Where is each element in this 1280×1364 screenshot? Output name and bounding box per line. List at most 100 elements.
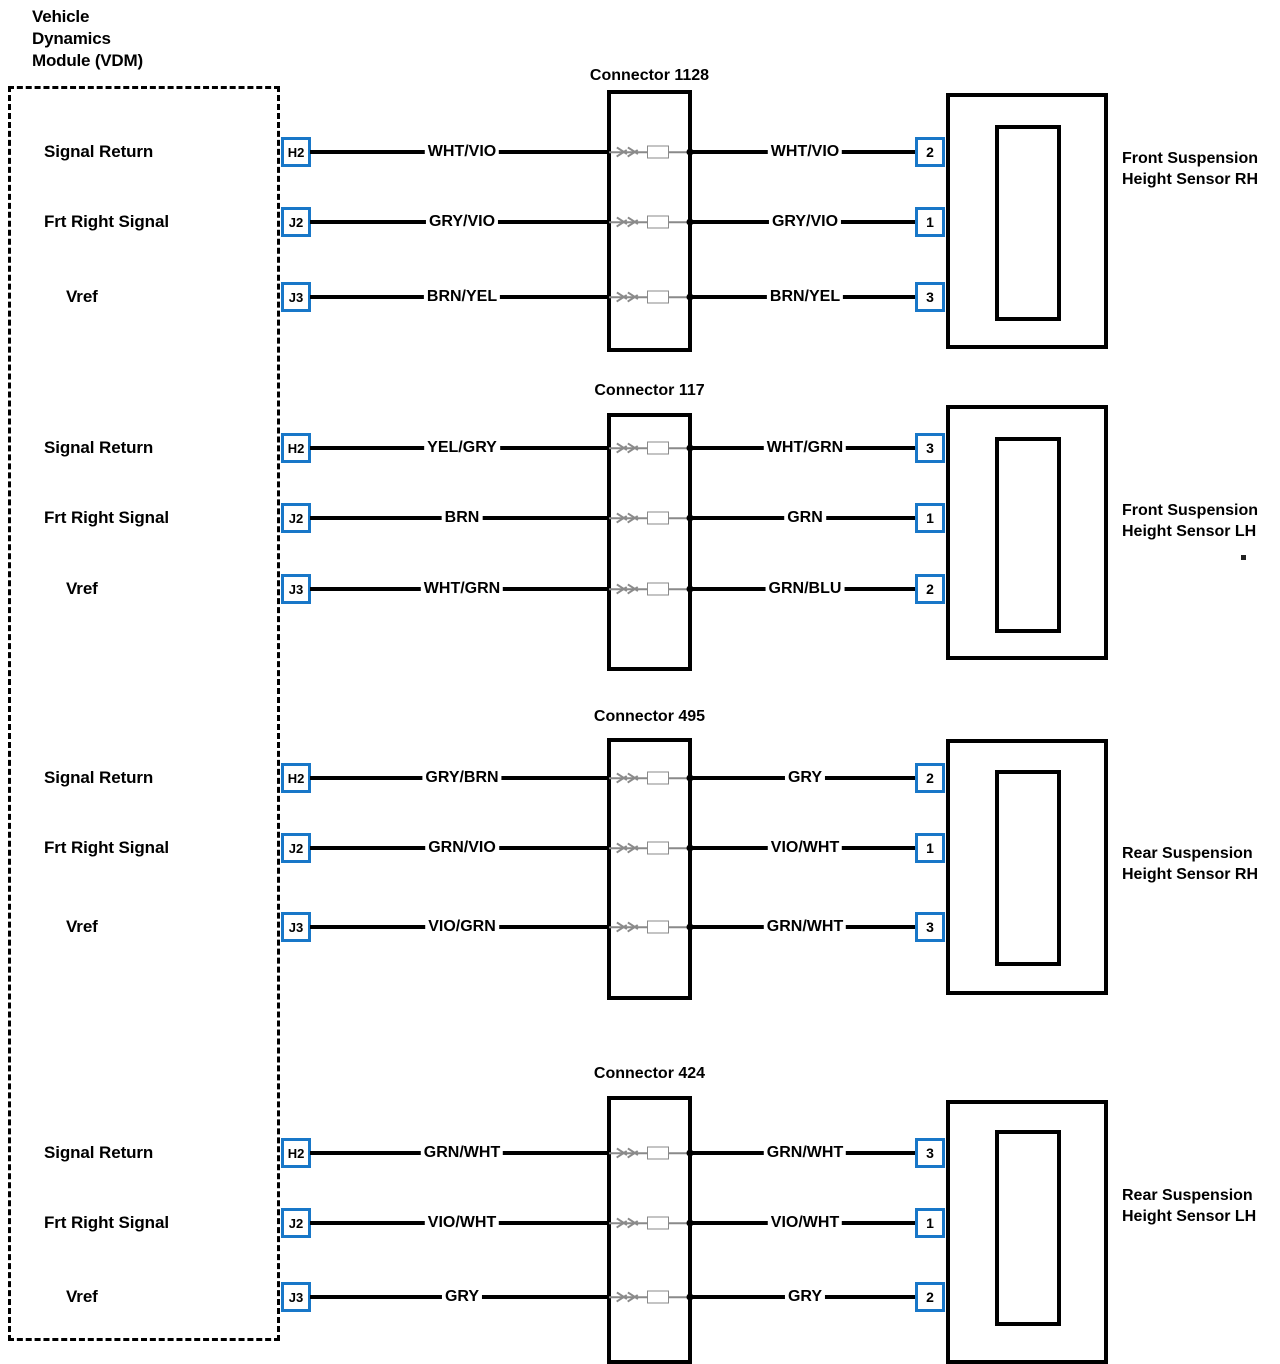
vdm-terminal-chip[interactable]: H2 bbox=[281, 137, 311, 167]
splice-terminal-icon bbox=[647, 511, 669, 525]
wire-color-label-right: GRY/VIO bbox=[768, 214, 842, 230]
vdm-terminal-label: J2 bbox=[284, 506, 308, 530]
wire-color-label-left: VIO/GRN bbox=[425, 919, 499, 935]
chevron-icon bbox=[628, 772, 639, 785]
vdm-terminal-chip[interactable]: J3 bbox=[281, 282, 311, 312]
sensor-terminal-chip[interactable]: 3 bbox=[915, 433, 945, 463]
sensor-terminal-chip[interactable]: 2 bbox=[915, 1282, 945, 1312]
splice-terminal-icon bbox=[647, 771, 669, 785]
sensor-terminal-chip[interactable]: 1 bbox=[915, 1208, 945, 1238]
connector-title: Connector 495 bbox=[593, 708, 706, 725]
chevron-icon bbox=[628, 216, 639, 229]
vdm-pin-label: Frt Right Signal bbox=[44, 212, 169, 231]
splice-terminal-icon bbox=[647, 441, 669, 455]
sensor-terminal-label: 1 bbox=[918, 836, 942, 860]
vdm-pin-label: Vref bbox=[66, 917, 98, 936]
vdm-terminal-chip[interactable]: J2 bbox=[281, 207, 311, 237]
wire-color-label-right: GRN/BLU bbox=[765, 581, 845, 597]
vdm-pin-label: Signal Return bbox=[44, 142, 154, 161]
sensor-terminal-chip[interactable]: 2 bbox=[915, 574, 945, 604]
connector-body bbox=[607, 413, 692, 671]
vdm-terminal-chip[interactable]: J2 bbox=[281, 503, 311, 533]
sensor-terminal-label: 2 bbox=[918, 140, 942, 164]
sensor-terminal-label: 3 bbox=[918, 915, 942, 939]
vdm-module-title-line-1: Dynamics bbox=[32, 28, 111, 48]
vdm-terminal-chip[interactable]: J3 bbox=[281, 574, 311, 604]
sensor-inner-element bbox=[995, 770, 1061, 966]
vdm-terminal-chip[interactable]: H2 bbox=[281, 763, 311, 793]
sensor-inner-element bbox=[995, 125, 1061, 321]
vdm-terminal-label: J3 bbox=[284, 915, 308, 939]
splice-symbol bbox=[609, 508, 695, 528]
vdm-pin-label: Vref bbox=[66, 579, 98, 598]
vdm-terminal-chip[interactable]: J3 bbox=[281, 1282, 311, 1312]
sensor-label-line-1: Height Sensor LH bbox=[1122, 523, 1257, 540]
wire-color-label-left: WHT/GRN bbox=[420, 581, 504, 597]
sensor-terminal-label: 2 bbox=[918, 1285, 942, 1309]
chevron-icon bbox=[628, 1217, 639, 1230]
vdm-terminal-chip[interactable]: H2 bbox=[281, 433, 311, 463]
chevron-icon bbox=[628, 583, 639, 596]
vdm-module-boundary bbox=[8, 86, 280, 1341]
vdm-pin-label: Vref bbox=[66, 287, 98, 306]
vdm-module-title-line-2: Module (VDM) bbox=[32, 50, 143, 70]
vdm-pin-label: Frt Right Signal bbox=[44, 508, 169, 527]
sensor-terminal-chip[interactable]: 3 bbox=[915, 912, 945, 942]
splice-symbol bbox=[609, 838, 695, 858]
sensor-terminal-chip[interactable]: 2 bbox=[915, 763, 945, 793]
sensor-terminal-chip[interactable]: 3 bbox=[915, 1138, 945, 1168]
vdm-terminal-chip[interactable]: J2 bbox=[281, 1208, 311, 1238]
sensor-terminal-label: 1 bbox=[918, 1211, 942, 1235]
wire-color-label-right: WHT/GRN bbox=[763, 440, 847, 456]
vdm-terminal-label: J2 bbox=[284, 210, 308, 234]
sensor-terminal-chip[interactable]: 1 bbox=[915, 833, 945, 863]
splice-symbol bbox=[609, 438, 695, 458]
sensor-terminal-label: 2 bbox=[918, 577, 942, 601]
chevron-icon bbox=[628, 921, 639, 934]
wire-color-label-right: GRN/WHT bbox=[763, 919, 847, 935]
chevron-icon bbox=[628, 1147, 639, 1160]
splice-symbol bbox=[609, 917, 695, 937]
wire-color-label-left: WHT/VIO bbox=[424, 144, 500, 160]
wire-color-label-right: BRN/YEL bbox=[766, 289, 844, 305]
vdm-terminal-chip[interactable]: J2 bbox=[281, 833, 311, 863]
splice-terminal-icon bbox=[647, 582, 669, 596]
wire-color-label-left: GRY/BRN bbox=[422, 770, 502, 786]
wire-color-label-right: GRN bbox=[784, 510, 826, 526]
vdm-terminal-chip[interactable]: J3 bbox=[281, 912, 311, 942]
wire-color-label-right: VIO/WHT bbox=[767, 840, 843, 856]
vdm-pin-label: Frt Right Signal bbox=[44, 838, 169, 857]
sensor-label-line-1: Height Sensor LH bbox=[1122, 1208, 1257, 1225]
chevron-icon bbox=[628, 442, 639, 455]
vdm-pin-label: Signal Return bbox=[44, 768, 154, 787]
vdm-terminal-label: J3 bbox=[284, 577, 308, 601]
vdm-terminal-label: J2 bbox=[284, 1211, 308, 1235]
wire-color-label-right: GRY bbox=[784, 770, 826, 786]
connector-body bbox=[607, 1096, 692, 1364]
sensor-terminal-chip[interactable]: 2 bbox=[915, 137, 945, 167]
vdm-terminal-label: J3 bbox=[284, 285, 308, 309]
chevron-icon bbox=[628, 1291, 639, 1304]
wire-color-label-left: GRN/WHT bbox=[420, 1145, 504, 1161]
wire-color-label-left: BRN/YEL bbox=[423, 289, 501, 305]
vdm-terminal-label: H2 bbox=[284, 436, 308, 460]
chevron-icon bbox=[628, 842, 639, 855]
vdm-terminal-label: J2 bbox=[284, 836, 308, 860]
connector-title: Connector 117 bbox=[594, 382, 705, 399]
sensor-terminal-chip[interactable]: 1 bbox=[915, 503, 945, 533]
splice-symbol bbox=[609, 768, 695, 788]
vdm-terminal-chip[interactable]: H2 bbox=[281, 1138, 311, 1168]
sensor-terminal-chip[interactable]: 1 bbox=[915, 207, 945, 237]
vdm-pin-label: Vref bbox=[66, 1287, 98, 1306]
splice-symbol bbox=[609, 1213, 695, 1233]
vdm-pin-label: Signal Return bbox=[44, 1143, 154, 1162]
sensor-label-line-1: Height Sensor RH bbox=[1122, 866, 1259, 883]
sensor-terminal-label: 2 bbox=[918, 766, 942, 790]
vdm-terminal-label: H2 bbox=[284, 766, 308, 790]
sensor-terminal-chip[interactable]: 3 bbox=[915, 282, 945, 312]
sensor-label-line-0: Rear Suspension bbox=[1122, 1187, 1253, 1205]
sensor-label-line-0: Front Suspension bbox=[1122, 502, 1258, 520]
